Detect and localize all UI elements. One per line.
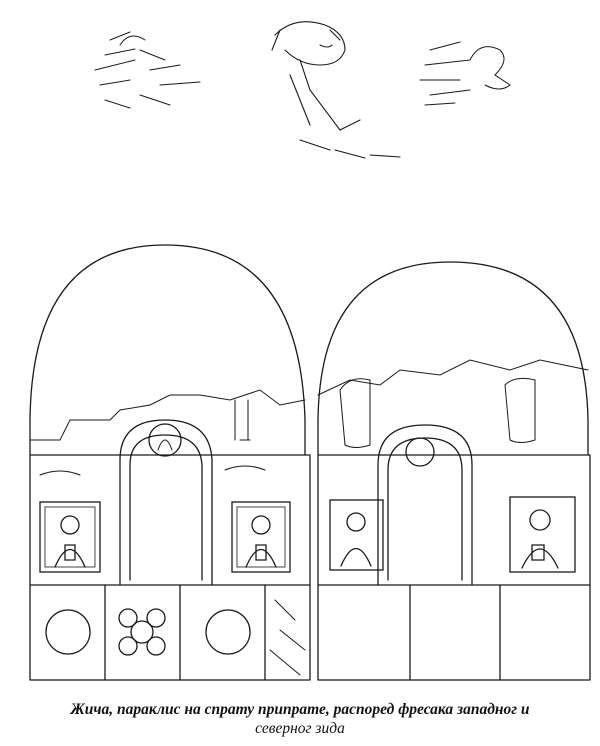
north-wall — [317, 261, 591, 681]
sketch-fragment-head — [271, 21, 401, 159]
caption-line-2: северног зида — [255, 720, 345, 737]
saint-panel — [39, 501, 101, 573]
caption-line-1: Жича, параклис на спрату припрате, распо… — [70, 701, 530, 718]
saint-panel — [509, 496, 576, 573]
saint-panel — [231, 501, 291, 573]
west-wall — [29, 244, 311, 681]
sketch-fragment-left — [94, 31, 201, 109]
figure-caption: Жича, параклис на спрату припрате, распо… — [0, 700, 600, 738]
medallion-icon — [148, 423, 182, 457]
medallion-icon — [405, 437, 435, 467]
sketch-fragment-right — [419, 41, 511, 106]
saint-panel — [329, 499, 384, 571]
